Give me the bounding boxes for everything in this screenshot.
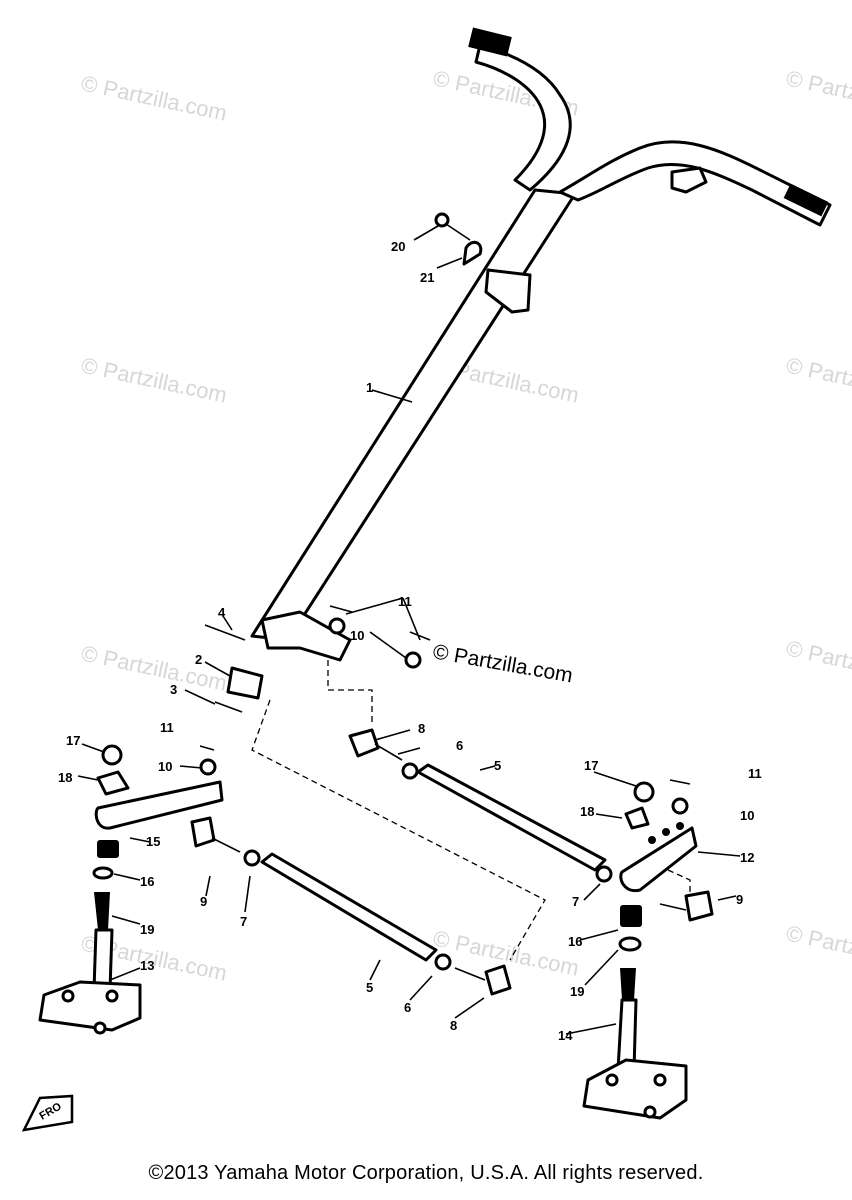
- callout-17: 17: [584, 758, 598, 773]
- callout-10: 10: [158, 759, 172, 774]
- callout-20: 20: [391, 239, 405, 254]
- callout-9: 9: [736, 892, 743, 907]
- copyright-footer: ©2013 Yamaha Motor Corporation, U.S.A. A…: [148, 1162, 704, 1184]
- callout-3: 3: [170, 682, 177, 697]
- front-arrow-icon: FRO: [21, 1094, 74, 1132]
- callout-19: 19: [140, 922, 154, 937]
- callout-labels: 20 21 1 11 10 4 2 3 11 10 17 18 15 16 19…: [58, 239, 762, 1043]
- callout-11: 11: [160, 720, 174, 735]
- callout-14: 14: [558, 1028, 573, 1043]
- watermark: © Partzilla.com: [784, 635, 852, 690]
- callout-10: 10: [740, 808, 754, 823]
- callout-6: 6: [404, 1000, 411, 1015]
- part-right-spindle: [582, 905, 688, 1120]
- callout-8: 8: [418, 721, 425, 736]
- callout-9: 9: [200, 894, 207, 909]
- part-right-knuckle-arm: [619, 781, 714, 922]
- watermark: © Partzilla.com: [784, 352, 852, 407]
- part-lower-tie-rod: [190, 816, 512, 996]
- callout-11: 11: [748, 766, 762, 781]
- part-bolts-11-10: [199, 605, 691, 815]
- parts-diagram: © Partzilla.com © Partzilla.com © Partzi…: [21, 27, 852, 1132]
- part-bolt-20-21: [434, 212, 483, 266]
- callout-1: 1: [366, 380, 373, 395]
- callout-17: 17: [66, 733, 80, 748]
- callout-13: 13: [140, 958, 154, 973]
- callout-5: 5: [366, 980, 373, 995]
- part-upper-tie-rod: [348, 728, 613, 883]
- callout-18: 18: [58, 770, 72, 785]
- callout-8: 8: [450, 1018, 457, 1033]
- leader-lines: [77, 225, 741, 1035]
- callout-21: 21: [420, 270, 434, 285]
- callout-19: 19: [570, 984, 584, 999]
- callout-10: 10: [350, 628, 364, 643]
- watermark: © Partzilla.com: [79, 640, 229, 695]
- callout-6: 6: [456, 738, 463, 753]
- callout-11: 11: [398, 594, 412, 609]
- callout-4: 4: [218, 605, 226, 620]
- callout-12: 12: [740, 850, 754, 865]
- part-left-spindle: [38, 892, 142, 1035]
- watermark-group: © Partzilla.com © Partzilla.com © Partzi…: [79, 65, 852, 985]
- watermark: © Partzilla.com: [79, 352, 229, 407]
- watermark: © Partzilla.com: [79, 70, 229, 125]
- callout-5: 5: [494, 758, 501, 773]
- callout-16: 16: [568, 934, 582, 949]
- callout-15: 15: [146, 834, 160, 849]
- part-left-knuckle-arm: [92, 744, 224, 880]
- callout-7: 7: [572, 894, 579, 909]
- callout-18: 18: [580, 804, 594, 819]
- part-spring-bushing: [204, 624, 264, 713]
- callout-7: 7: [240, 914, 247, 929]
- part-steering-column: [250, 27, 832, 662]
- callout-2: 2: [195, 652, 202, 667]
- assembly-lines: [251, 660, 691, 961]
- watermark: © Partzilla.com: [784, 920, 852, 975]
- callout-16: 16: [140, 874, 154, 889]
- center-watermark: © Partzilla.com: [431, 640, 574, 687]
- watermark: © Partzilla.com: [784, 65, 852, 120]
